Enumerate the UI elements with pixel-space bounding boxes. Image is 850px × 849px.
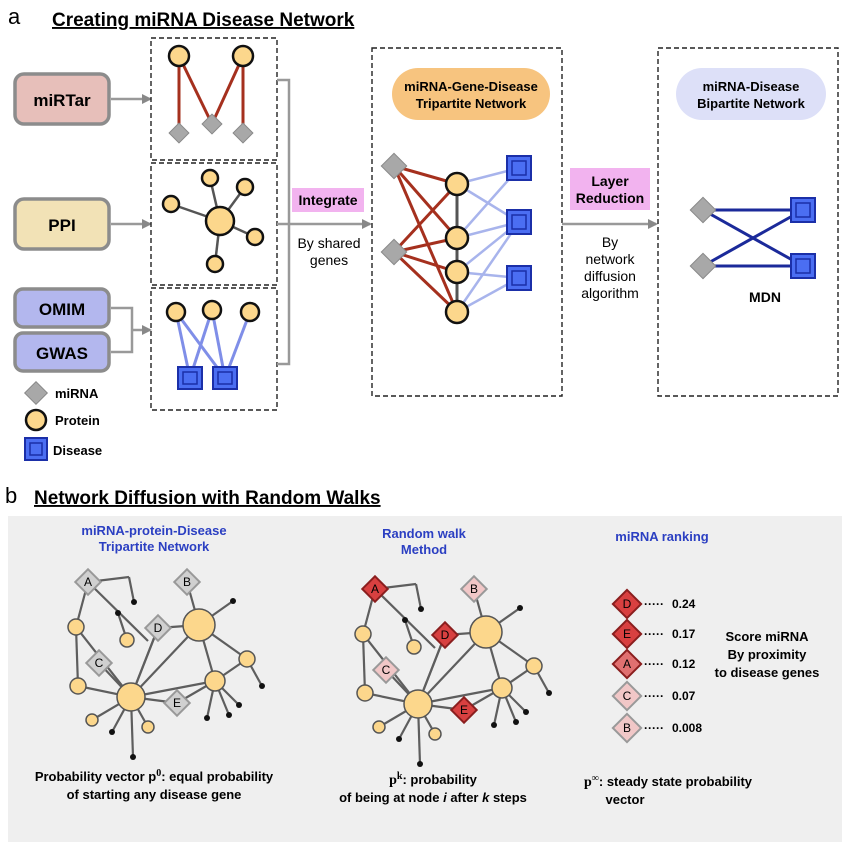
- net1-network: A B C D E: [67, 567, 265, 760]
- net1-caption-1: Probability vector p0: equal probability: [35, 768, 274, 784]
- tripartite-title-1: miRNA-Gene-Disease: [404, 79, 538, 94]
- ranking-score: 0.07: [672, 689, 696, 703]
- reduction-caption-2: network: [585, 251, 635, 267]
- omim-label: OMIM: [39, 300, 85, 319]
- reduction-box: [570, 168, 650, 210]
- source-arrows: [111, 94, 152, 354]
- net1-node-b: B: [183, 575, 191, 589]
- net2-caption-1: pk: probability: [389, 771, 478, 788]
- source-ppi: PPI: [13, 197, 111, 251]
- net2-network: A B C D E: [354, 574, 552, 767]
- legend-disease-label: Disease: [53, 443, 102, 458]
- net1-title-1: miRNA-protein-Disease: [81, 523, 226, 538]
- net1-node-d: D: [154, 621, 163, 635]
- ranking-note-2: By proximity: [728, 647, 808, 662]
- panel-a-letter: a: [8, 4, 21, 29]
- ranking-item: A ····· 0.12: [611, 648, 696, 680]
- reduction-label-2: Reduction: [576, 190, 644, 206]
- net2-title-2: Method: [401, 542, 447, 557]
- ppi-label: PPI: [48, 216, 75, 235]
- ranking-score: 0.12: [672, 657, 696, 671]
- ranking-caption-1: p∞: steady state probability: [584, 773, 753, 790]
- reduction-label-1: Layer: [591, 173, 629, 189]
- ranking-dots: ·····: [644, 627, 664, 641]
- gwas-label: GWAS: [36, 344, 88, 363]
- merge-bracket: [277, 78, 372, 366]
- reduction-caption-3: diffusion: [584, 268, 636, 284]
- net2-node-e: E: [460, 703, 468, 717]
- net2-node-d: D: [441, 628, 450, 642]
- net1-node-a: A: [84, 575, 92, 589]
- integrate-caption-1: By shared: [297, 235, 360, 251]
- mirtar-label: miRTar: [33, 91, 91, 110]
- svg-text:A: A: [623, 657, 631, 671]
- svg-text:E: E: [623, 627, 631, 641]
- ranking-item: E ····· 0.17: [611, 618, 696, 650]
- net2-node-b: B: [470, 582, 478, 596]
- svg-text:C: C: [623, 689, 632, 703]
- panel-a-heading: Creating miRNA Disease Network: [52, 10, 355, 31]
- legend-mirna-label: miRNA: [55, 386, 99, 401]
- ranking-note-1: Score miRNA: [725, 629, 809, 644]
- ranking-item: C ····· 0.07: [611, 680, 696, 712]
- legend-disease-icon: [24, 437, 48, 461]
- ranking-dots: ·····: [644, 597, 664, 611]
- ppi-network: [161, 168, 265, 274]
- ranking-score: 0.008: [672, 721, 702, 735]
- legend-mirna-icon: [23, 380, 49, 406]
- bipartite-dashed-box: [657, 47, 839, 397]
- source-omim: OMIM: [13, 287, 111, 329]
- ranking-item: D ····· 0.24: [611, 588, 696, 620]
- mdn-caption: MDN: [749, 289, 781, 305]
- ranking-dots: ·····: [644, 689, 664, 703]
- source-gwas: GWAS: [13, 331, 111, 373]
- bipartite-title-pill: [676, 68, 826, 120]
- disease-network: [165, 299, 261, 390]
- bipartite-title-2: Bipartite Network: [697, 96, 805, 111]
- net1-node-e: E: [173, 696, 181, 710]
- ranking-dots: ·····: [644, 657, 664, 671]
- tripartite-network: [380, 152, 532, 325]
- integrate-caption-2: genes: [310, 252, 348, 268]
- ranking-note-3: to disease genes: [715, 665, 820, 680]
- reduction-caption-4: algorithm: [581, 285, 639, 301]
- panel-b: b Network Diffusion with Random Walks mi…: [5, 483, 842, 842]
- legend-protein-icon: [24, 408, 48, 432]
- svg-text:D: D: [623, 597, 632, 611]
- net1-node-c: C: [95, 656, 104, 670]
- reduction-caption-1: By: [602, 234, 618, 250]
- svg-text:B: B: [623, 721, 631, 735]
- ranking-item: B ····· 0.008: [611, 712, 702, 744]
- ranking-score: 0.17: [672, 627, 696, 641]
- ranking-list: D ····· 0.24 E ····· 0.17 A ····· 0.12 C…: [611, 588, 702, 744]
- tripartite-dashed-box: [371, 47, 563, 397]
- net2-node-c: C: [382, 663, 391, 677]
- ranking-caption-2: vector: [605, 792, 644, 807]
- bipartite-title-1: miRNA-Disease: [703, 79, 800, 94]
- ranking-score: 0.24: [672, 597, 696, 611]
- panel-a: a Creating miRNA Disease Network miRTar …: [8, 4, 839, 461]
- ranking-dots: ·····: [644, 721, 664, 735]
- net2-node-a: A: [371, 582, 379, 596]
- integrate-box: [292, 188, 364, 212]
- source-mirtar: miRTar: [13, 72, 111, 126]
- net1-caption-2: of starting any disease gene: [67, 787, 242, 802]
- bipartite-network: [689, 196, 816, 280]
- tripartite-title-pill: [392, 68, 550, 120]
- net1-title-2: Tripartite Network: [99, 539, 210, 554]
- legend-protein-label: Protein: [55, 413, 100, 428]
- mirtar-network: [167, 44, 255, 144]
- legend: miRNA Protein Disease: [23, 380, 102, 461]
- tripartite-title-2: Tripartite Network: [416, 96, 527, 111]
- panel-b-letter: b: [5, 483, 17, 508]
- net2-caption-2: of being at node i after k steps: [339, 790, 527, 805]
- integrate-label: Integrate: [298, 192, 357, 208]
- ranking-title: miRNA ranking: [615, 529, 708, 544]
- panel-b-heading: Network Diffusion with Random Walks: [34, 488, 381, 509]
- net2-title-1: Random walk: [382, 526, 467, 541]
